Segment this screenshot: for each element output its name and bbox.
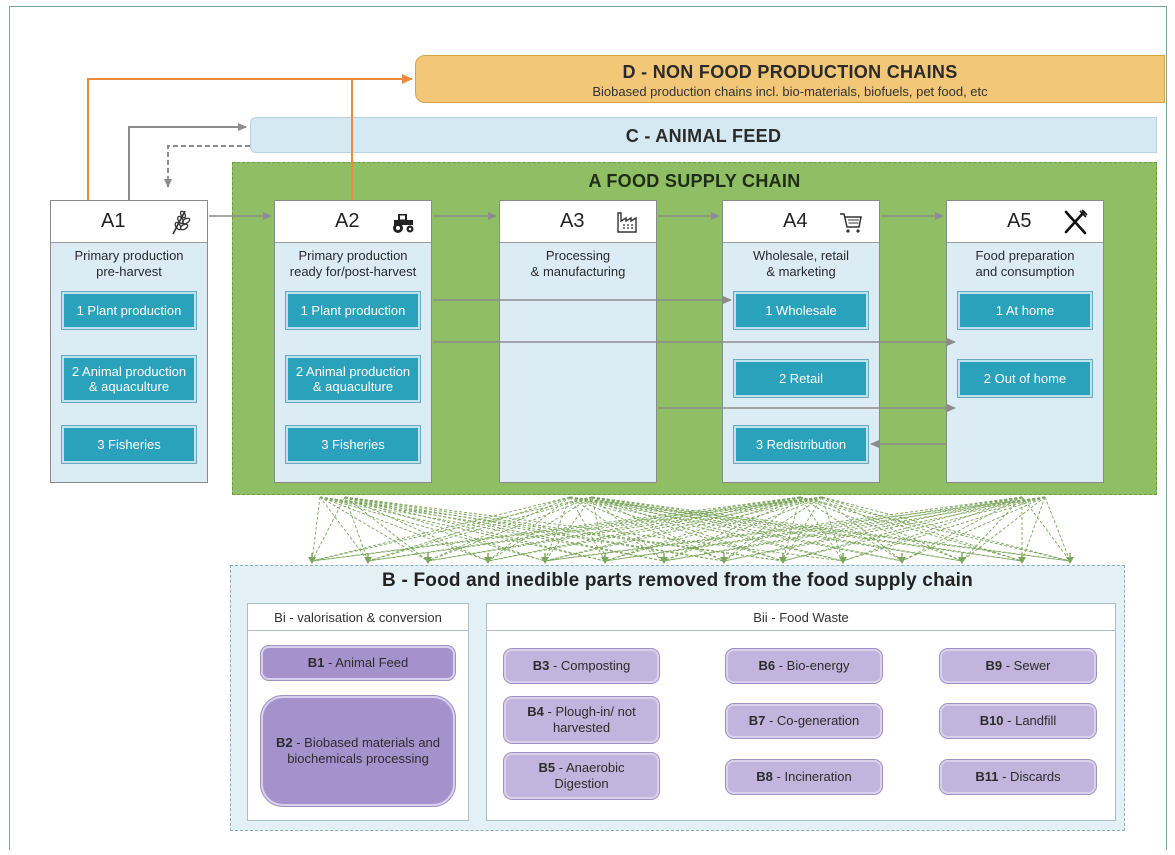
non-food-chains-title: D - NON FOOD PRODUCTION CHAINS [622, 62, 958, 82]
stage-a3-description: Processing & manufacturing [530, 248, 626, 279]
shopping-cart-icon [840, 213, 862, 233]
b6-code: B6 [758, 658, 776, 673]
b6-bio-energy[interactable]: B6 - Bio-energy [725, 648, 883, 684]
b5-label: - Anaerobic Digestion [554, 760, 625, 791]
a5-at-home[interactable]: 1 At home [957, 291, 1093, 330]
stage-a4-header: A4 [723, 201, 879, 243]
stage-a5-description: Food preparation and consumption [975, 248, 1075, 279]
stage-a5-header: A5 [947, 201, 1103, 243]
stage-a2: A2 Primary production ready for/post-har… [274, 200, 432, 483]
a2-plant-production[interactable]: 1 Plant production [285, 291, 421, 330]
stage-a3-code: A3 [560, 210, 585, 232]
b1-label: - Animal Feed [324, 655, 409, 670]
bii-panel: Bii - Food Waste B3 - Composting B4 - Pl… [486, 603, 1116, 821]
b4-label: - Plough-in/ not harvested [543, 704, 636, 735]
stage-a5-code: A5 [1007, 210, 1032, 232]
b1-animal-feed[interactable]: B1 - Animal Feed [260, 645, 456, 681]
tractor-icon [393, 214, 414, 233]
b2-label: - Biobased materials and biochemicals pr… [287, 735, 441, 766]
b9-label: - Sewer [1002, 658, 1051, 673]
stage-a4-description: Wholesale, retail & marketing [752, 248, 850, 279]
b1-code: B1 [307, 655, 325, 670]
b7-code: B7 [748, 713, 766, 728]
b4-code: B4 [527, 704, 544, 719]
b8-incineration[interactable]: B8 - Incineration [725, 759, 883, 795]
bi-panel: Bi - valorisation & conversion B1 - Anim… [247, 603, 469, 821]
b8-label: - Incineration [772, 769, 852, 784]
stage-a1: A1 Primary production pre-harvest 1 Plan… [50, 200, 208, 483]
b10-landfill[interactable]: B10 - Landfill [939, 703, 1097, 739]
a1-plant-production[interactable]: 1 Plant production [61, 291, 197, 330]
a4-wholesale[interactable]: 1 Wholesale [733, 291, 869, 330]
b5-anaerobic-digestion[interactable]: B5 - Anaerobic Digestion [503, 752, 660, 800]
figure-frame [9, 6, 1167, 850]
animal-feed-box: C - ANIMAL FEED [250, 117, 1157, 153]
bii-panel-title: Bii - Food Waste [487, 604, 1115, 631]
bi-panel-title: Bi - valorisation & conversion [248, 604, 468, 631]
removed-food-title: B - Food and inedible parts removed from… [382, 570, 973, 591]
wheat-icon [172, 210, 191, 235]
stage-a5: A5 Food preparation and consumption 1 At… [946, 200, 1104, 483]
stage-a2-description: Primary production ready for/post-harves… [289, 248, 417, 279]
b10-label: - Landfill [1003, 713, 1057, 728]
b9-sewer[interactable]: B9 - Sewer [939, 648, 1097, 684]
b2-code: B2 [275, 735, 293, 750]
b10-code: B10 [979, 713, 1004, 728]
stage-a3: A3 Processing & manufacturing [499, 200, 657, 483]
a5-out-of-home[interactable]: 2 Out of home [957, 359, 1093, 398]
b6-label: - Bio-energy [775, 658, 850, 673]
b11-discards[interactable]: B11 - Discards [939, 759, 1097, 795]
a1-animal-production[interactable]: 2 Animal production & aquaculture [61, 355, 197, 403]
stage-a2-header: A2 [275, 201, 431, 243]
stage-a4: A4 Wholesale, retail & marketing 1 Whole… [722, 200, 880, 483]
non-food-chains-box: D - NON FOOD PRODUCTION CHAINS Biobased … [415, 55, 1165, 103]
b5-code: B5 [538, 760, 556, 775]
b3-code: B3 [532, 658, 550, 673]
stage-a1-description: Primary production pre-harvest [74, 248, 184, 279]
b3-label: - Composting [549, 658, 631, 673]
a4-redistribution[interactable]: 3 Redistribution [733, 425, 869, 464]
stage-a2-code: A2 [335, 210, 360, 232]
b7-label: - Co-generation [765, 713, 860, 728]
b7-co-generation[interactable]: B7 - Co-generation [725, 703, 883, 739]
b4-plough-in[interactable]: B4 - Plough-in/ not harvested [503, 696, 660, 744]
non-food-chains-subtitle: Biobased production chains incl. bio-mat… [592, 84, 988, 99]
b9-code: B9 [985, 658, 1003, 673]
stage-a1-header: A1 [51, 201, 207, 243]
b8-code: B8 [756, 769, 773, 784]
b2-biobased-materials[interactable]: B2 - Biobased materials and biochemicals… [260, 695, 456, 807]
stage-a4-code: A4 [783, 210, 808, 232]
b11-label: - Discards [998, 769, 1061, 784]
animal-feed-title: C - ANIMAL FEED [625, 126, 782, 146]
fork-knife-icon [1064, 209, 1088, 235]
stage-a1-code: A1 [101, 210, 126, 232]
a1-fisheries[interactable]: 3 Fisheries [61, 425, 197, 464]
b11-code: B11 [975, 769, 999, 784]
a4-retail[interactable]: 2 Retail [733, 359, 869, 398]
food-supply-chain-title: A FOOD SUPPLY CHAIN [588, 171, 801, 191]
stage-a3-header: A3 [500, 201, 656, 243]
a2-fisheries[interactable]: 3 Fisheries [285, 425, 421, 464]
factory-icon [617, 212, 637, 233]
b3-composting[interactable]: B3 - Composting [503, 648, 660, 684]
a2-animal-production[interactable]: 2 Animal production & aquaculture [285, 355, 421, 403]
